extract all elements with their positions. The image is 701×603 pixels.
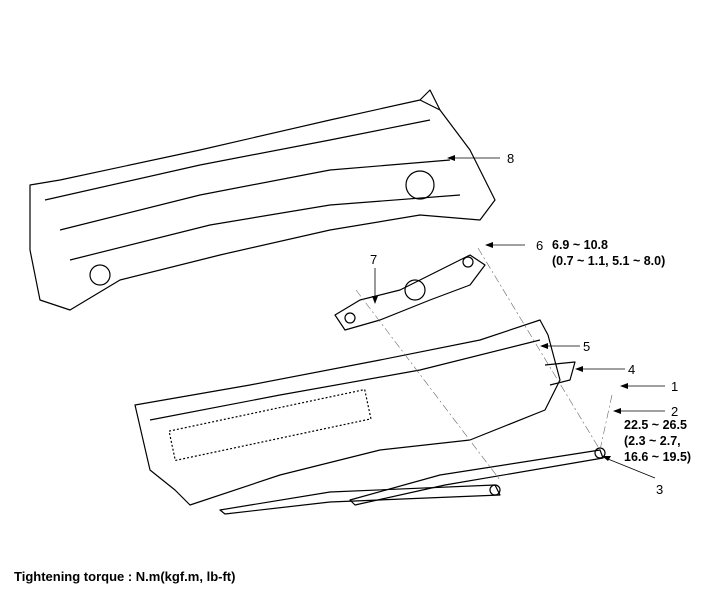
callout-4: 4 bbox=[628, 362, 636, 377]
torque-6-alt: (0.7 ~ 1.1, 5.1 ~ 8.0) bbox=[552, 254, 666, 268]
torque-2-nm: 22.5 ~ 26.5 bbox=[624, 418, 687, 432]
torque-units-note: Tightening torque : N.m(kgf.m, lb-ft) bbox=[14, 569, 236, 584]
callout-7: 7 bbox=[370, 252, 378, 267]
callout-8: 8 bbox=[507, 151, 515, 166]
cowl-top-panel bbox=[29, 89, 496, 311]
callout-2: 2 bbox=[671, 404, 679, 419]
wiper-motor-linkage bbox=[334, 254, 486, 331]
torque-2-lbft: 16.6 ~ 19.5) bbox=[624, 450, 692, 464]
callout-3: 3 bbox=[656, 482, 664, 497]
callout-6: 6 bbox=[536, 238, 544, 253]
wiper-arms bbox=[219, 447, 606, 515]
callout-5: 5 bbox=[583, 339, 591, 354]
torque-2-kgf: (2.3 ~ 2.7, bbox=[624, 434, 681, 448]
cowl-top-cover bbox=[134, 319, 576, 506]
callout-1: 1 bbox=[671, 379, 679, 394]
torque-6-nm: 6.9 ~ 10.8 bbox=[552, 238, 608, 252]
